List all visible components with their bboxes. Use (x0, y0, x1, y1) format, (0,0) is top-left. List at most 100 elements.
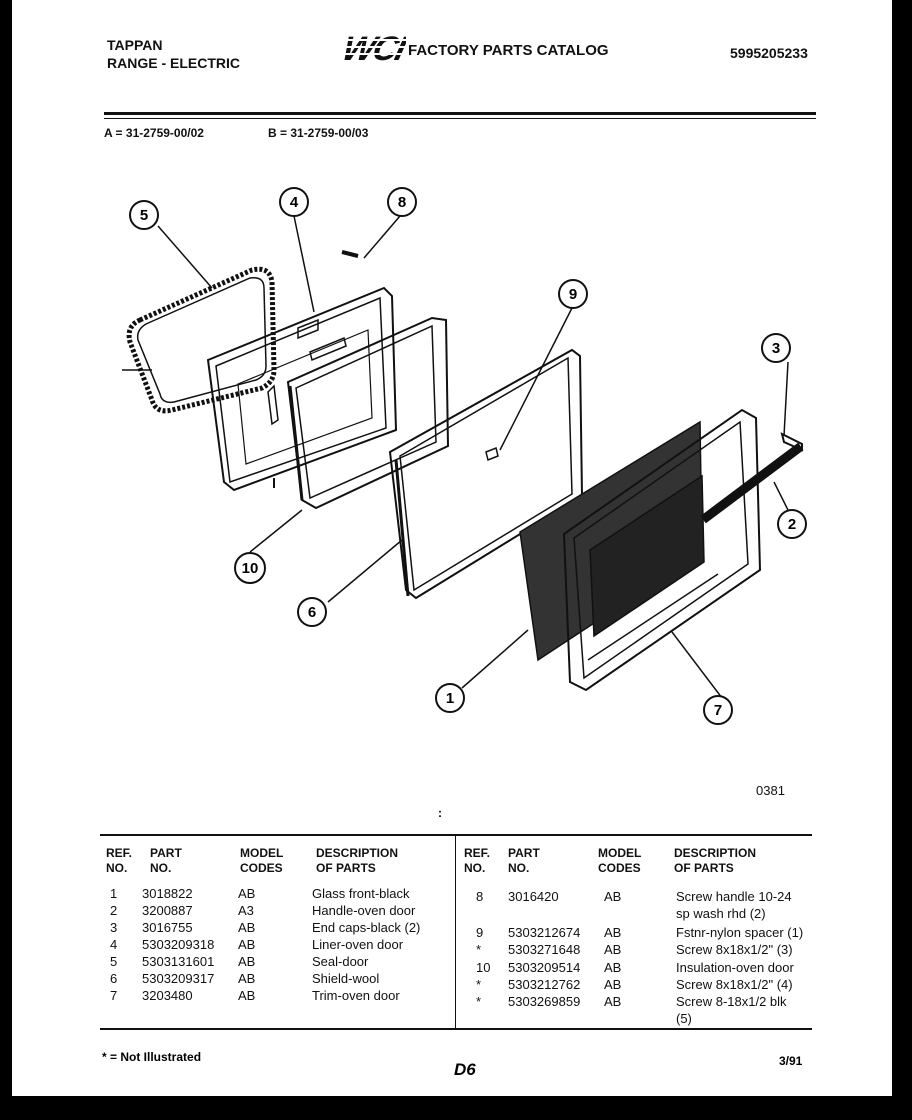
header-ref-right: REF.NO. (464, 846, 491, 875)
table-cell-code: AB (604, 889, 622, 904)
table-cell-code: AB (238, 971, 256, 986)
product-type: RANGE - ELECTRIC (107, 55, 240, 71)
svg-text:9: 9 (569, 286, 577, 303)
brand-block: TAPPAN RANGE - ELECTRIC (107, 36, 240, 72)
svg-text:8: 8 (398, 194, 406, 211)
table-cell-code: AB (238, 886, 256, 901)
callout-3: 3 (761, 333, 791, 363)
catalog-number: 5995205233 (730, 45, 808, 61)
callout-9: 9 (558, 279, 588, 309)
header-rule (104, 112, 816, 115)
brand-name: TAPPAN (107, 37, 163, 53)
table-cell-ref: 1 (110, 886, 118, 901)
table-cell-desc: End caps-black (2) (312, 920, 421, 935)
table-cell-desc: sp wash rhd (2) (676, 906, 766, 921)
catalog-title: FACTORY PARTS CATALOG (408, 42, 609, 59)
table-cell-part: 3203480 (142, 988, 193, 1003)
svg-text:2: 2 (788, 516, 796, 533)
callout-1: 1 (435, 683, 465, 713)
table-cell-ref: 9 (476, 925, 484, 940)
callout-5: 5 (129, 200, 159, 230)
svg-text:6: 6 (308, 604, 316, 621)
catalog-page: TAPPAN RANGE - ELECTRIC WCI FACTORY PART… (12, 0, 892, 1096)
table-cell-desc: Glass front-black (312, 886, 410, 901)
callout-2: 2 (777, 509, 807, 539)
table-cell-ref: 5 (110, 954, 118, 969)
table-cell-ref: 3 (110, 920, 118, 935)
callout-10: 10 (234, 552, 266, 584)
table-cell-part: 5303271648 (508, 942, 581, 957)
leader-lines (157, 215, 793, 699)
callouts: 5 4 8 9 3 2 10 6 1 7 (129, 187, 807, 725)
table-cell-desc: Handle-oven door (312, 903, 416, 918)
table-cell-desc: Screw handle 10-24 (676, 889, 792, 904)
table-cell-part: 3200887 (142, 903, 193, 918)
oven-door-handle-part (700, 432, 804, 524)
table-cell-ref: 10 (476, 960, 491, 975)
insulation-part (286, 316, 450, 510)
table-top-rule (100, 834, 812, 836)
table-bottom-rule (100, 1028, 812, 1030)
callout-6: 6 (297, 597, 327, 627)
table-cell-ref: 8 (476, 889, 484, 904)
table-cell-desc: (5) (676, 1011, 692, 1026)
svg-text:5: 5 (140, 207, 148, 224)
table-cell-code: AB (238, 954, 256, 969)
table-cell-desc: Screw 8-18x1/2 blk (676, 994, 787, 1009)
table-cell-code: AB (604, 942, 622, 957)
callout-7: 7 (703, 695, 733, 725)
table-cell-code: AB (604, 994, 622, 1009)
svg-text:3: 3 (772, 340, 780, 357)
table-cell-part: 5303209317 (142, 971, 215, 986)
model-a: A = 31-2759-00/02 (104, 126, 204, 140)
table-cell-part: 3016755 (142, 920, 193, 935)
table-cell-part: 3018822 (142, 886, 193, 901)
seal-door-part (122, 266, 277, 414)
table-cell-code: AB (238, 988, 256, 1003)
table-cell-part: 5303212762 (508, 977, 581, 992)
callout-4: 4 (279, 187, 309, 217)
table-cell-code: A3 (238, 903, 254, 918)
table-cell-part: 3016420 (508, 889, 559, 904)
table-cell-part: 5303212674 (508, 925, 581, 940)
table-cell-part: 5303209318 (142, 937, 215, 952)
model-b: B = 31-2759-00/03 (268, 126, 369, 140)
table-column-divider (455, 836, 456, 1028)
revision-date: 3/91 (779, 1054, 803, 1068)
table-cell-ref: 7 (110, 988, 118, 1003)
exploded-door-diagram: 5 4 8 9 3 2 10 6 1 7 (122, 187, 807, 725)
svg-text:1: 1 (446, 690, 454, 707)
svg-text:4: 4 (290, 194, 299, 211)
table-cell-part: 5303269859 (508, 994, 581, 1009)
header-rule-thin (104, 118, 816, 119)
table-cell-ref: * (476, 994, 482, 1009)
figure-code: 0381 (756, 783, 785, 798)
liner-oven-door-part (206, 286, 398, 492)
table-cell-desc: Trim-oven door (312, 988, 400, 1003)
scan-mark: : (438, 806, 442, 820)
table-cell-desc: Seal-door (312, 954, 369, 969)
table-cell-desc: Fstnr-nylon spacer (1) (676, 925, 804, 940)
header-ref-left: REF.NO. (106, 846, 133, 875)
table-cell-part: 5303131601 (142, 954, 215, 969)
table-cell-code: AB (238, 920, 256, 935)
table-cell-code: AB (238, 937, 256, 952)
page-code: D6 (454, 1060, 476, 1079)
trim-oven-door-part (562, 408, 762, 692)
table-cell-ref: 6 (110, 971, 118, 986)
svg-text:10: 10 (242, 560, 259, 577)
table-cell-code: AB (604, 925, 622, 940)
screw-part (341, 250, 359, 258)
table-cell-desc: Liner-oven door (312, 937, 404, 952)
table-cell-ref: 4 (110, 937, 118, 952)
table-cell-desc: Screw 8x18x1/2" (3) (676, 942, 793, 957)
not-illustrated-note: * = Not Illustrated (102, 1050, 202, 1064)
table-cell-ref: * (476, 977, 482, 992)
table-cell-desc: Screw 8x18x1/2" (4) (676, 977, 793, 992)
table-cell-desc: Shield-wool (312, 971, 380, 986)
